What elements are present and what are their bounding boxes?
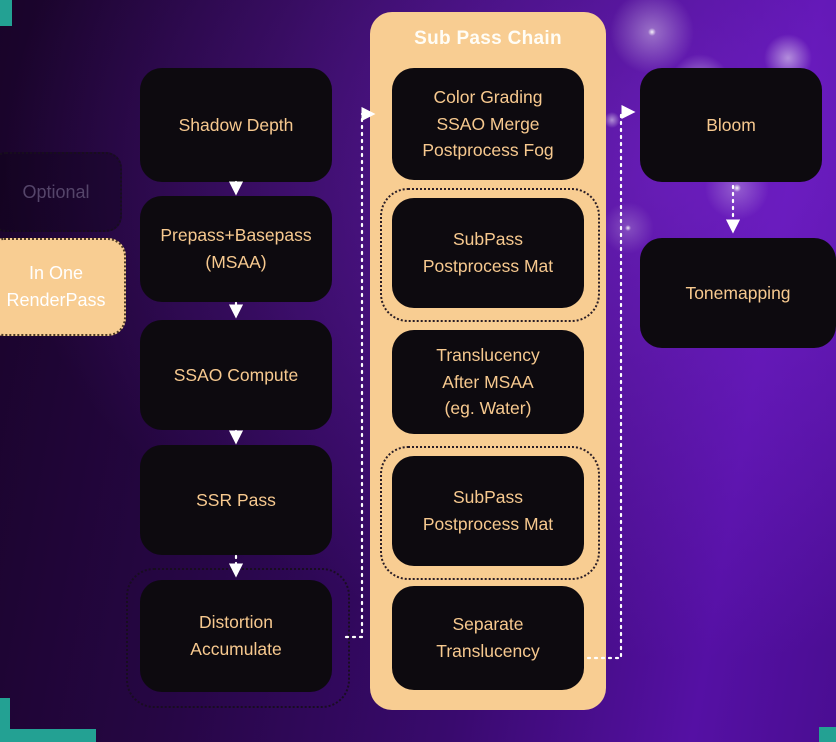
node-tonemapping: Tonemapping bbox=[640, 238, 836, 348]
node-color-grading-ssao-merge-fog: Color Grading SSAO Merge Postprocess Fog bbox=[392, 68, 584, 180]
node-separate-translucency: Separate Translucency bbox=[392, 586, 584, 690]
node-bloom: Bloom bbox=[640, 68, 822, 182]
legend-optional: Optional bbox=[0, 152, 122, 232]
node-ssr-pass: SSR Pass bbox=[140, 445, 332, 555]
legend-in-one-renderpass: In One RenderPass bbox=[0, 238, 126, 336]
video-edge-artifact bbox=[0, 0, 12, 26]
node-subpass-postprocess-mat-2: SubPass Postprocess Mat bbox=[392, 456, 584, 566]
subpass-chain-title: Sub Pass Chain bbox=[414, 28, 562, 49]
node-distortion-accumulate: Distortion Accumulate bbox=[140, 580, 332, 692]
node-ssao-compute: SSAO Compute bbox=[140, 320, 332, 430]
video-edge-artifact bbox=[0, 729, 96, 742]
node-prepass-basepass-msaa: Prepass+Basepass (MSAA) bbox=[140, 196, 332, 302]
node-shadow-depth: Shadow Depth bbox=[140, 68, 332, 182]
video-edge-artifact bbox=[819, 727, 836, 742]
node-translucency-after-msaa: Translucency After MSAA (eg. Water) bbox=[392, 330, 584, 434]
node-subpass-postprocess-mat-1: SubPass Postprocess Mat bbox=[392, 198, 584, 308]
arrow-distortion-to-subpass-chain bbox=[344, 106, 376, 639]
